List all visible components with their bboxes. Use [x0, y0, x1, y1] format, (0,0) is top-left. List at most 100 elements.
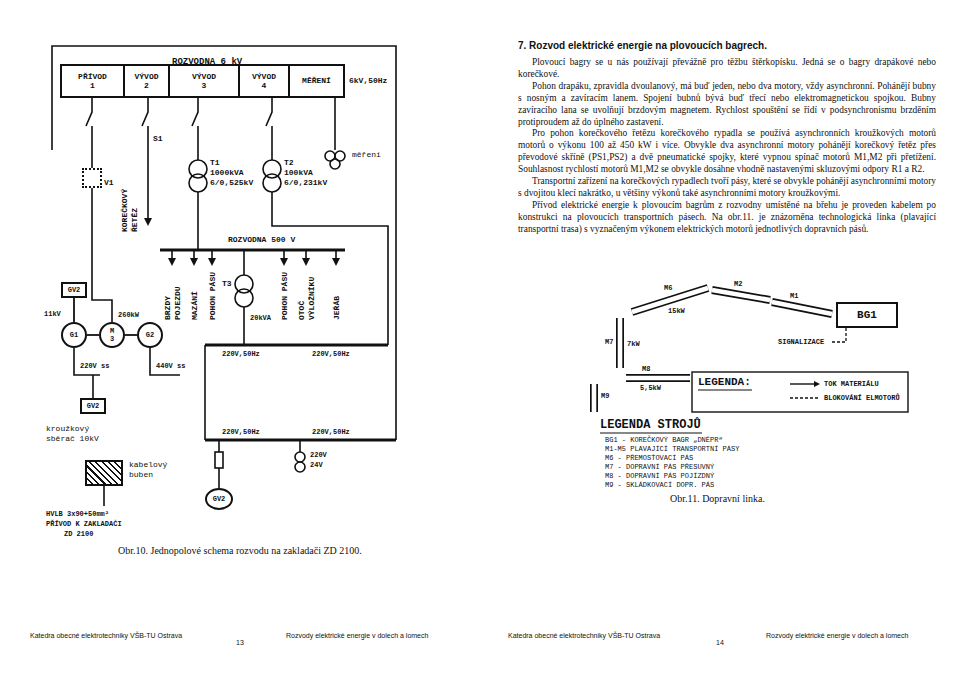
- machine-list-item: M7 - DOPRAVNÍ PÁS PŘESUVNÝ: [605, 463, 714, 472]
- label-anchor: kroužkový sběrač 10kV: [46, 424, 108, 443]
- label-anchor: 220V,50Hz: [312, 428, 350, 437]
- legend-sample-arrow: [790, 383, 814, 384]
- node-text: GV2: [87, 402, 100, 411]
- fuse-symbol: [215, 452, 223, 468]
- feeder-label: JEŘÁB: [332, 296, 342, 320]
- label-anchor: Pohon drapáku, zpravidla dvoulanový, má …: [518, 81, 936, 129]
- label-anchor: Rozvody elektrické energie v dolech a lo…: [766, 631, 908, 640]
- machine-list-item: M1-M5 PLAVAJÍCÍ TRANSPORTNÍ PÁSY: [605, 445, 739, 454]
- node-text: 3: [110, 335, 114, 344]
- conveyor-belt-inner: [594, 288, 832, 412]
- label-anchor: 5,5kW: [640, 384, 661, 393]
- arrowhead: [302, 258, 310, 266]
- panel-cell: MĚŘENÍ: [290, 66, 343, 96]
- transformer-label: T2: [284, 158, 294, 168]
- node-text: 3: [202, 81, 207, 91]
- underline: [698, 389, 752, 390]
- voltage-label: 6kV,50Hz: [349, 76, 387, 86]
- label-anchor: Katedra obecné elektrotechniky VŠB-TU Os…: [30, 631, 182, 640]
- arrowhead: [144, 218, 152, 226]
- label-anchor: BG1 - KOREČKOVÝ BAGR „DNĚPR“: [605, 436, 723, 445]
- legend-text: BLOKOVÁNÍ ELMOTORŮ: [824, 394, 900, 403]
- label-anchor: SIGNALIZACE: [778, 338, 824, 347]
- legend-box: [692, 372, 908, 412]
- label-anchor: 7kW: [627, 340, 640, 349]
- footer-text: Rozvody elektrické energie v dolech a lo…: [286, 631, 428, 640]
- label-anchor: MAZÁNÍ: [190, 320, 219, 330]
- label-anchor: 20kVA: [250, 314, 271, 323]
- panel-cell: PŘÍVOD1: [62, 66, 125, 96]
- motor-label: M1: [790, 292, 798, 301]
- label-anchor: PŘÍVOD K ZAKLADAČI: [46, 520, 122, 529]
- power-label: 15kW: [668, 307, 685, 316]
- label-anchor: M7 - DOPRAVNÍ PÁS PŘESUVNÝ: [605, 463, 714, 472]
- label-anchor: 24V: [310, 461, 323, 470]
- conveyor-belt-outline: [594, 288, 832, 412]
- label-anchor: 260kW: [118, 311, 139, 320]
- node-text: 2: [144, 81, 149, 91]
- dredger-box: BG1: [836, 302, 898, 328]
- node-text: GV2: [68, 286, 81, 295]
- shaft-connector: [73, 298, 75, 322]
- busbar: [160, 249, 345, 252]
- generator-output: [74, 348, 180, 398]
- transformer-winding: [295, 462, 305, 472]
- feeder-line: [142, 98, 148, 218]
- rating-label: 100kVA: [284, 168, 313, 178]
- generator-circle: GV2: [205, 488, 233, 510]
- node-text: M: [110, 327, 114, 336]
- node-heading: ROZVODNA 6 kV: [172, 57, 242, 68]
- power-label: 5,5kW: [640, 384, 661, 393]
- feeder-line: [266, 98, 388, 345]
- label-anchor: M2: [734, 280, 742, 289]
- switchboard-header: ROZVODNA 6 kVPŘÍVOD1VÝVOD2VÝVOD3VÝVOD4MĚ…: [60, 64, 345, 98]
- signal-label: SIGNALIZACE: [778, 338, 824, 347]
- busbar-label: ROZVODNA 500 V: [228, 235, 295, 245]
- transformer-winding: [189, 174, 207, 192]
- exciter-box: GV2: [80, 398, 106, 414]
- label-anchor: 220V,50Hz: [222, 350, 260, 359]
- label-anchor: JEŘÁB: [332, 320, 356, 330]
- transformer-winding: [263, 160, 281, 178]
- label-anchor: Pro pohon korečkového řetězu korečkového…: [518, 128, 936, 176]
- paragraph: Pro pohon korečkového řetězu korečkového…: [518, 128, 936, 176]
- label-anchor: S1: [153, 134, 163, 144]
- busbar: [205, 344, 388, 347]
- label-anchor: 220V: [310, 451, 327, 460]
- transformer-winding: [295, 452, 305, 462]
- legend-entry: TOK MATERIÁLU: [824, 380, 879, 389]
- legend-heading: LEGENDA:: [698, 376, 751, 389]
- label-anchor: T2: [284, 158, 294, 168]
- label-anchor: POHON PÁSU: [280, 320, 328, 330]
- node-text: BG1: [857, 309, 877, 322]
- node-text: MĚŘENÍ: [302, 76, 331, 86]
- branch-line: [172, 250, 336, 258]
- label-anchor: T3: [222, 279, 232, 289]
- label-anchor: 220V,50Hz: [222, 428, 260, 437]
- panel-cell: VÝVOD4: [240, 66, 290, 96]
- label-anchor: T1: [210, 158, 220, 168]
- label-anchor: M9: [601, 392, 609, 401]
- transformer-winding: [189, 160, 207, 178]
- label-anchor: M7: [605, 338, 613, 347]
- switchboard-frame: [52, 46, 396, 440]
- rating-label: 20kVA: [250, 314, 271, 323]
- page-number: 13: [236, 638, 244, 647]
- motor-label: M8: [642, 365, 650, 374]
- feeder-line: [86, 98, 112, 322]
- voltage-label: 11kV: [44, 310, 61, 319]
- section-heading: 7. Rozvod elektrické energie na plovoucí…: [518, 40, 767, 52]
- label-anchor: ROZVODNA 500 V: [228, 235, 295, 245]
- rating-label: 6/0,525kV: [210, 178, 253, 188]
- power-label: 260kW: [118, 311, 139, 320]
- label-anchor: Obr.11. Dopravní linka.: [670, 493, 765, 505]
- cable-line: [103, 486, 105, 506]
- label-anchor: ZD 2100: [64, 530, 93, 539]
- label-anchor: BRZDY POJEZDU: [163, 320, 203, 339]
- signal-line: [830, 328, 846, 342]
- panel-cell: VÝVOD3: [170, 66, 240, 96]
- transformer-label: T3: [222, 279, 232, 289]
- circle-outline: [100, 323, 124, 347]
- paragraph: Plovoucí bagry se u nás používají převáž…: [518, 57, 936, 81]
- label-anchor: OTOČ VÝLOŽNÍKU: [297, 320, 345, 339]
